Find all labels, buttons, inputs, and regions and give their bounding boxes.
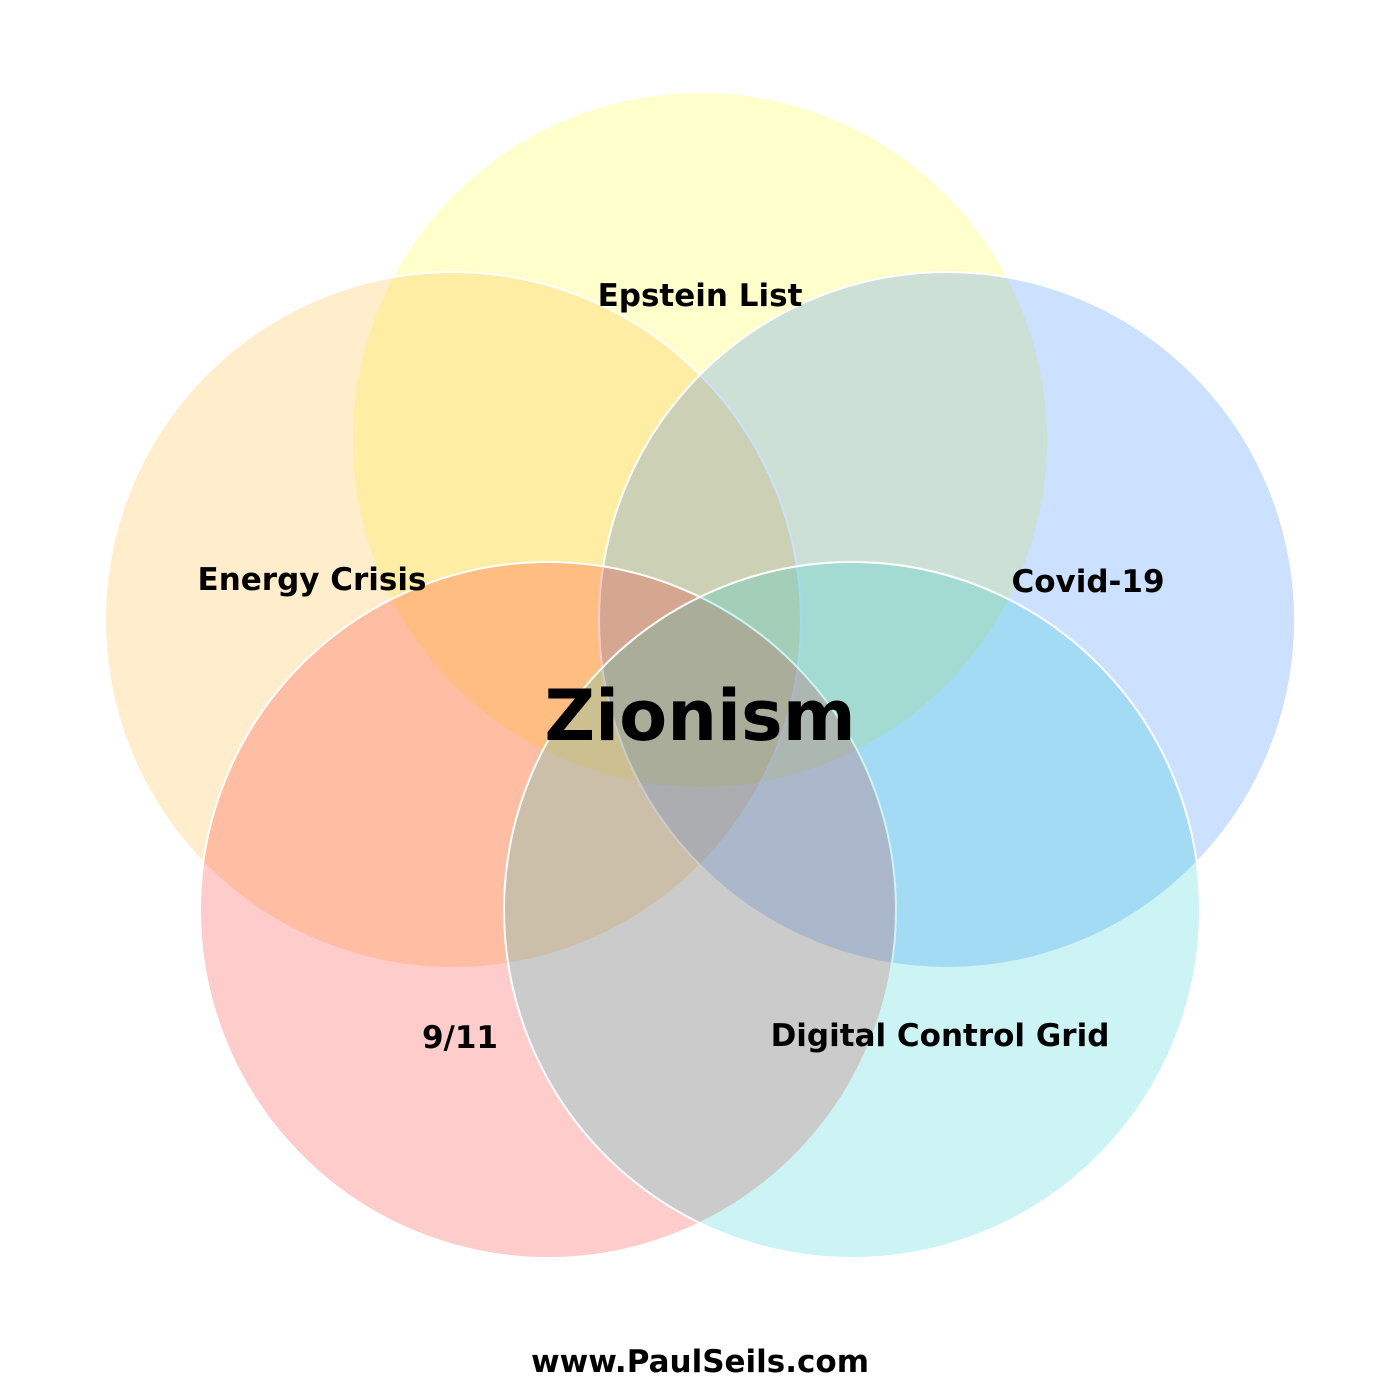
- set-circle-9-11: [199, 561, 897, 1259]
- set-circle-digital-control-grid: [503, 561, 1201, 1259]
- set-label-digital-control-grid: Digital Control Grid: [771, 1018, 1110, 1054]
- set-circle-covid-19: [598, 271, 1296, 969]
- set-circle-energy-crisis: [104, 271, 802, 969]
- footer-url: www.PaulSeils.com: [531, 1344, 869, 1380]
- set-label-9-11: 9/11: [422, 1020, 498, 1056]
- set-circle-epstein-list: [351, 91, 1049, 789]
- set-label-energy-crisis: Energy Crisis: [198, 562, 427, 598]
- center-label: Zionism: [544, 675, 855, 757]
- set-label-epstein-list: Epstein List: [598, 278, 803, 314]
- set-label-covid-19: Covid-19: [1011, 564, 1164, 600]
